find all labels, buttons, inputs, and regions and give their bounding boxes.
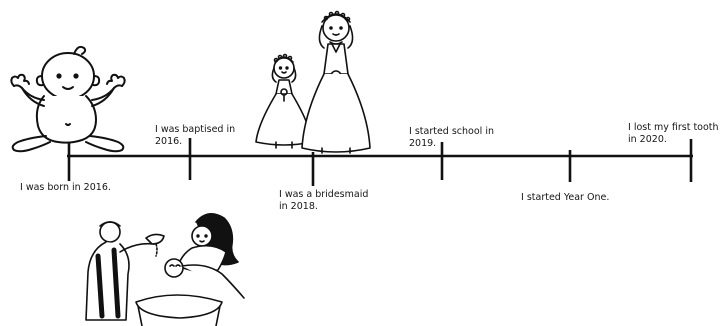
event-text: I started Year One. (521, 192, 610, 203)
event-text: I lost my first tooth (628, 122, 719, 133)
event-label-born: I was born in 2016. (20, 182, 111, 194)
event-label-baptised: I was baptised in 2016. (155, 124, 235, 148)
event-label-year-one: I started Year One. (521, 192, 609, 204)
baptism-illustration (84, 206, 248, 326)
bridesmaid-illustration (252, 4, 392, 156)
event-text: in 2018. (279, 201, 318, 212)
event-text: I was born in 2016. (20, 182, 111, 193)
event-label-tooth: I lost my first tooth in 2020. (628, 122, 719, 146)
event-text: 2019. (409, 138, 437, 149)
event-text: in 2020. (628, 134, 667, 145)
event-text: I started school in (409, 126, 494, 137)
baby-illustration (4, 36, 132, 154)
event-text: 2016. (155, 136, 183, 147)
event-label-school: I started school in 2019. (409, 126, 494, 150)
event-text: I was baptised in (155, 124, 236, 135)
event-text: I was a bridesmaid (279, 189, 369, 200)
event-label-bridesmaid: I was a bridesmaid in 2018. (279, 189, 368, 213)
